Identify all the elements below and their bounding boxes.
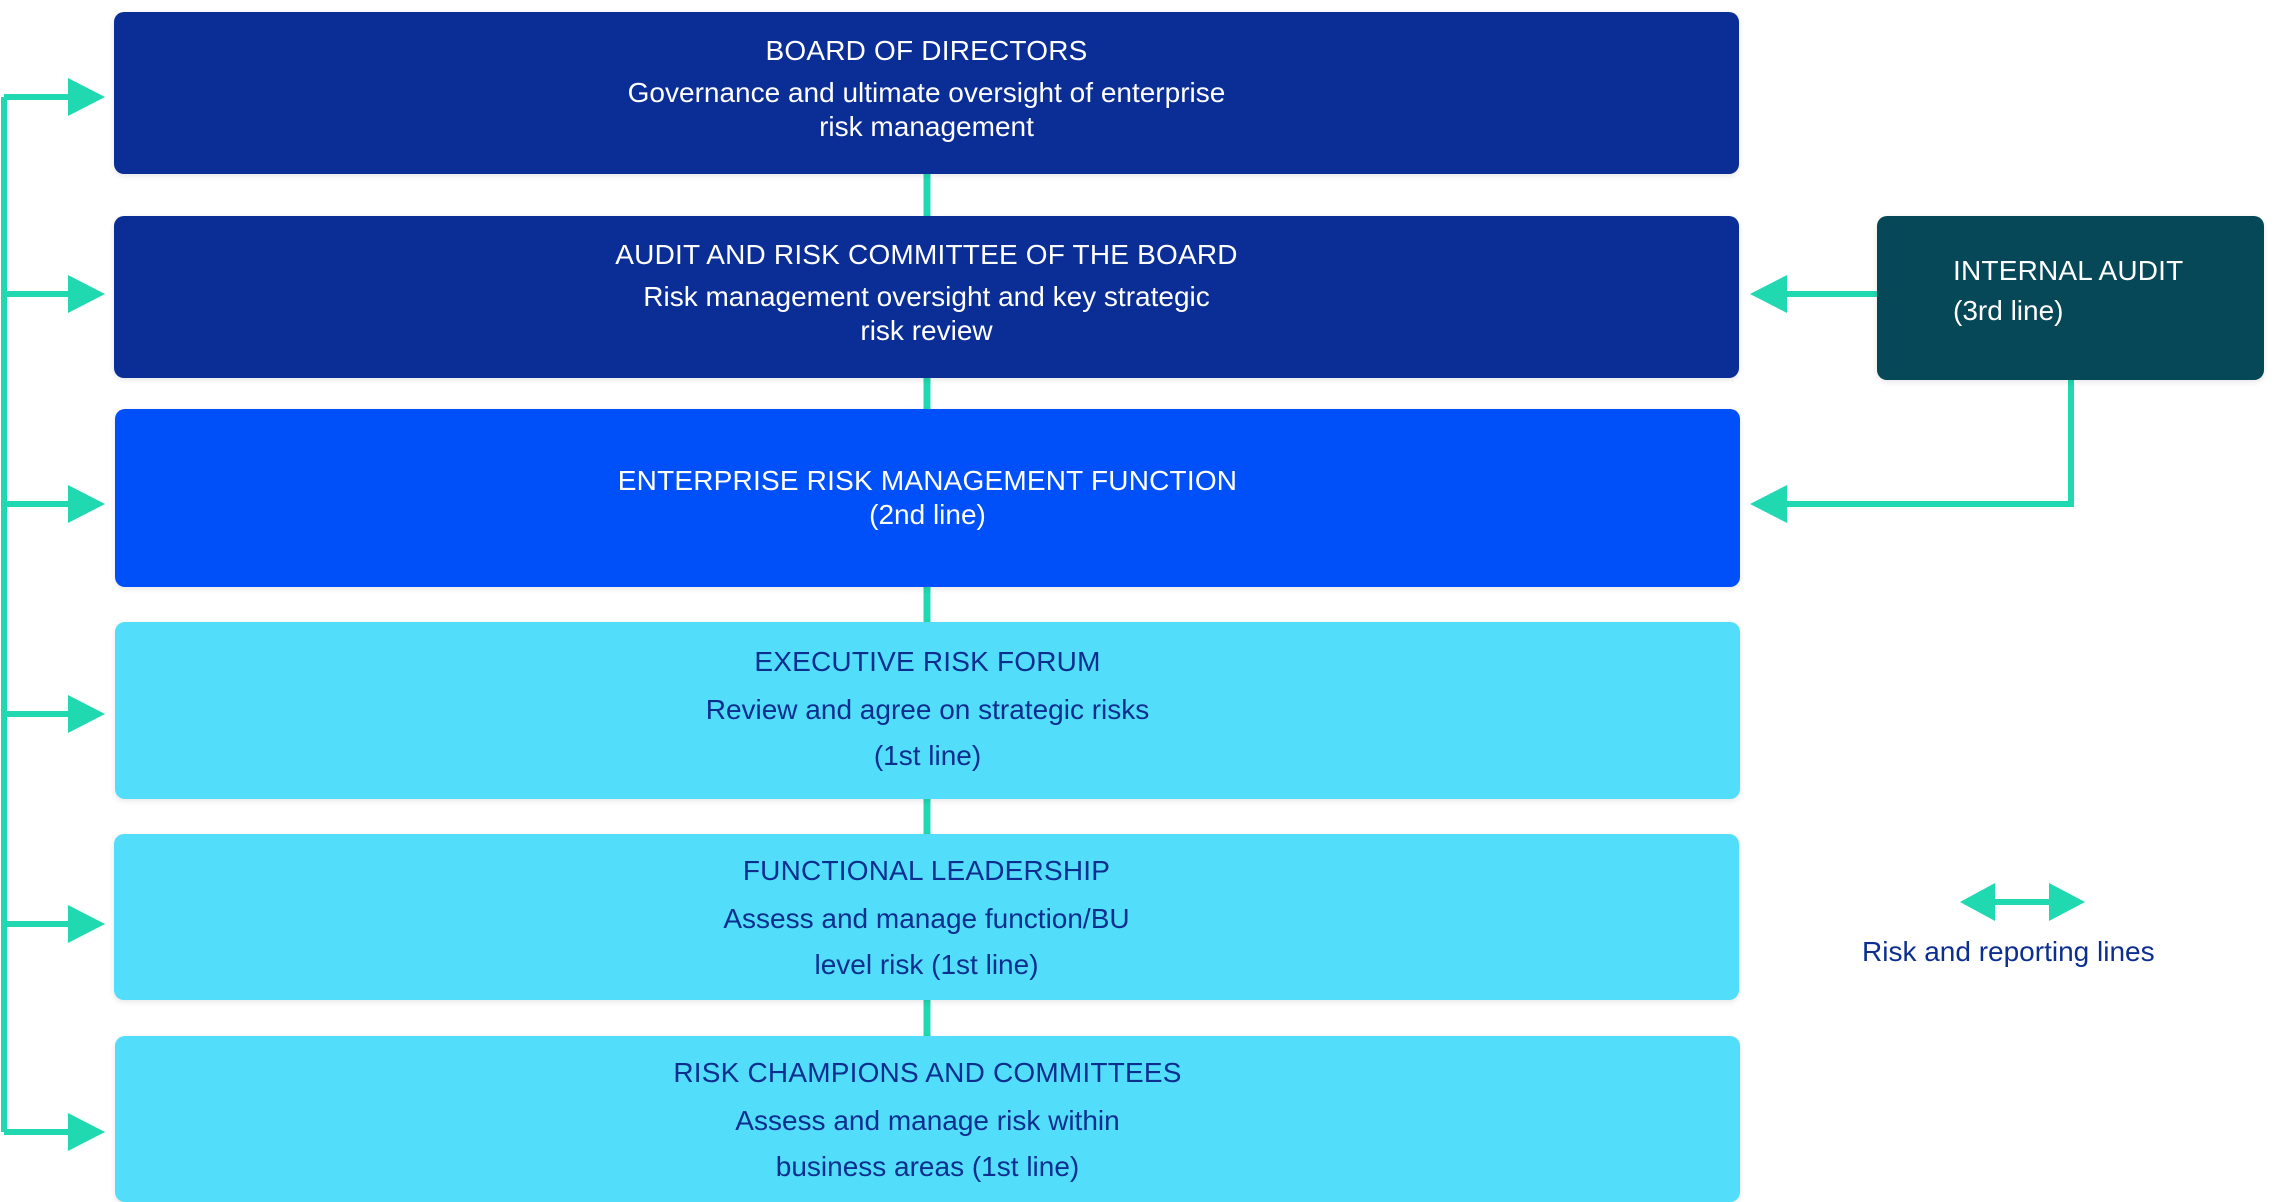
executive-forum-desc-line-2: (1st line): [873, 740, 982, 771]
legend-arrowhead-right: [2049, 883, 2085, 921]
functional-leadership-title: FUNCTIONAL LEADERSHIP: [742, 855, 1111, 886]
board-title: BOARD OF DIRECTORS: [765, 35, 1088, 66]
legend-arrowhead-left: [1960, 883, 1995, 921]
internal-audit-title: INTERNAL AUDIT: [1953, 255, 2184, 286]
audit-committee-title: AUDIT AND RISK COMMITTEE OF THE BOARD: [615, 239, 1238, 270]
audit-committee-desc-line-2: risk review: [860, 315, 993, 346]
board-desc-line-1: Governance and ultimate oversight of ent…: [627, 77, 1226, 108]
arrowhead-arc: [68, 275, 105, 313]
arrowhead-rc: [68, 1113, 105, 1151]
risk-champions-desc-line-2: business areas (1st line): [775, 1151, 1080, 1182]
internal-audit-box: INTERNAL AUDIT (3rd line): [1877, 216, 2264, 380]
functional-leadership-desc-line-1: Assess and manage function/BU: [723, 903, 1130, 934]
internal-audit-connectors: [1785, 291, 2074, 507]
risk-champions-title: RISK CHAMPIONS AND COMMITTEES: [673, 1057, 1182, 1088]
risk-champions-box: RISK CHAMPIONS AND COMMITTEES Assess and…: [115, 1036, 1740, 1202]
left-arrowheads: [68, 78, 105, 1151]
executive-forum-desc-line-1: Review and agree on strategic risks: [705, 694, 1150, 725]
arrowhead-fl: [68, 905, 105, 943]
executive-risk-forum-box: EXECUTIVE RISK FORUM Review and agree on…: [115, 622, 1740, 799]
erm-function-box: ENTERPRISE RISK MANAGEMENT FUNCTION (2nd…: [115, 409, 1740, 587]
executive-forum-title: EXECUTIVE RISK FORUM: [754, 646, 1101, 677]
ia-to-erm-line: [1785, 378, 2074, 507]
audit-risk-committee-box: AUDIT AND RISK COMMITTEE OF THE BOARD Ri…: [114, 216, 1739, 378]
functional-leadership-desc-line-2: level risk (1st line): [814, 949, 1039, 980]
functional-leadership-box: FUNCTIONAL LEADERSHIP Assess and manage …: [114, 834, 1739, 1000]
board-of-directors-box: BOARD OF DIRECTORS Governance and ultima…: [114, 12, 1739, 174]
internal-audit-line: (3rd line): [1953, 295, 2064, 326]
legend-label: Risk and reporting lines: [1862, 936, 2155, 967]
legend-double-arrow-icon: [1960, 883, 2085, 921]
arrowhead-ia-arc: [1750, 275, 1787, 313]
risk-champions-desc-line-1: Assess and manage risk within: [735, 1105, 1120, 1136]
arrowhead-erf: [68, 695, 105, 733]
internal-audit-arrowheads: [1750, 275, 1787, 523]
audit-committee-desc-line-1: Risk management oversight and key strate…: [643, 281, 1210, 312]
arrowhead-erm: [68, 485, 105, 523]
arrowhead-board: [68, 78, 105, 116]
board-desc-line-2: risk management: [819, 111, 1034, 142]
arrowhead-ia-erm: [1750, 485, 1787, 523]
left-reporting-bracket: [1, 94, 72, 1135]
erm-function-title: ENTERPRISE RISK MANAGEMENT FUNCTION: [617, 465, 1238, 496]
erm-function-line: (2nd line): [869, 499, 986, 530]
